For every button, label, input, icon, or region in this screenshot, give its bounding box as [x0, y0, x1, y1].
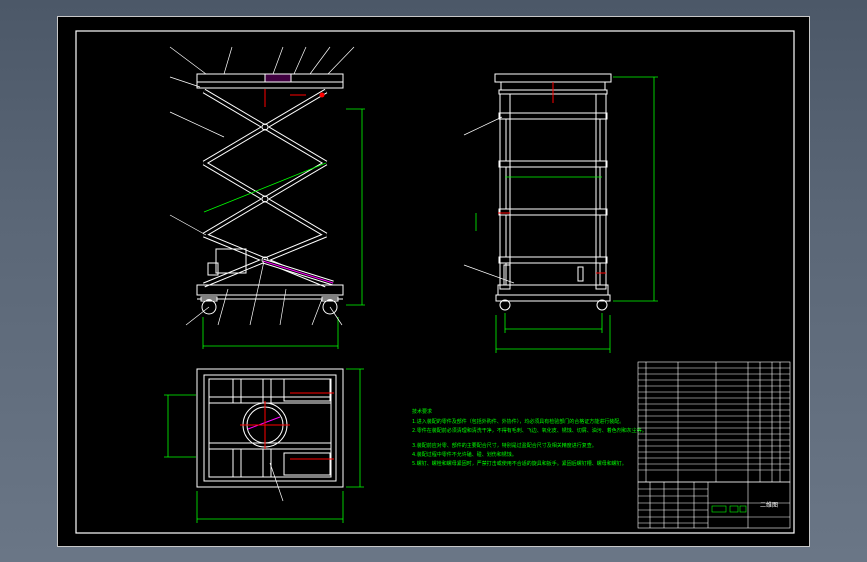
cad-viewport[interactable]: 技术要求 1.进入装配的零件及部件（包括外购件、外协件），均必须具有检验部门的合…: [57, 16, 810, 547]
side-center-marks: [498, 82, 606, 274]
tech-req-line: 3.装配前应对零、部件的主要配合尺寸，特别是过盈配合尺寸及相关精度进行复查。: [412, 442, 597, 449]
front-view: [196, 73, 344, 315]
front-dimensions: [202, 108, 365, 349]
front-leaders: [169, 46, 355, 326]
title-block: [637, 481, 791, 529]
technical-requirements: 技术要求 1.进入装配的零件及部件（包括外购件、外协件），均必须具有检验部门的合…: [412, 408, 647, 467]
side-dimensions: [475, 76, 658, 353]
top-center-marks: [240, 392, 334, 460]
drawing-name: 二维图: [760, 501, 778, 509]
side-leaders: [463, 116, 515, 284]
tech-req-line: 4.装配过程中零件不允许磕、碰、划伤和锈蚀。: [412, 451, 517, 458]
drawing-sheet: 技术要求 1.进入装配的零件及部件（包括外购件、外协件），均必须具有检验部门的合…: [75, 30, 795, 534]
parts-list: [637, 361, 791, 483]
tech-req-line: 5.螺钉、螺栓和螺母紧固时，严禁打击或使用不合适的旋具和扳手。紧固后螺钉槽、螺母…: [412, 460, 627, 467]
side-view: [494, 73, 612, 311]
tech-req-heading: 技术要求: [412, 408, 432, 415]
top-view: [196, 368, 344, 488]
front-center-marks: [264, 89, 325, 107]
top-dimensions: [164, 368, 364, 523]
tech-req-line: 1.进入装配的零件及部件（包括外购件、外协件），均必须具有检验部门的合格证方能进…: [412, 418, 624, 425]
sheet-border: [75, 30, 795, 534]
top-leaders: [269, 462, 284, 502]
tech-req-line: 2.零件在装配前必须清理和清洗干净，不得有毛刺、飞边、氧化皮、锈蚀、切屑、油污、…: [412, 427, 647, 434]
